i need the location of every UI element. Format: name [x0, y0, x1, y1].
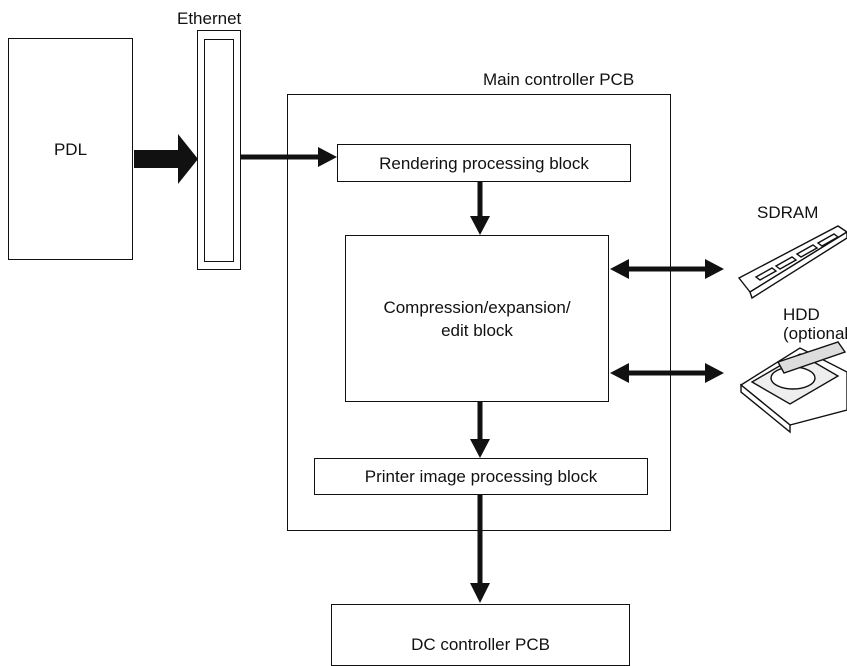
ethernet-connector-inner: [204, 39, 234, 262]
compression-label-line2: edit block: [441, 320, 513, 340]
sdram-double-arrow: [610, 259, 724, 279]
printer-image-label: Printer image processing block: [364, 467, 598, 486]
compression-expansion-edit-block: Compression/expansion/ edit block: [345, 235, 609, 402]
hdd-icon: [739, 341, 847, 434]
dc-controller-pcb: DC controller PCB: [331, 604, 630, 666]
main-controller-pcb-label: Main controller PCB: [483, 70, 635, 89]
hdd-label-line2: (optional): [783, 324, 847, 343]
pdl-box: PDL: [8, 38, 133, 260]
rendering-label: Rendering processing block: [379, 153, 589, 173]
dc-controller-label: DC controller PCB: [411, 635, 550, 654]
hdd-double-arrow: [610, 363, 724, 383]
hdd-label-line1: HDD: [783, 305, 820, 324]
sdram-module-icon: [737, 225, 847, 300]
printer-image-processing-block: Printer image processing block: [314, 458, 648, 495]
ethernet-to-rendering-arrow: [241, 147, 337, 167]
pdl-to-ethernet-arrow: [134, 134, 198, 184]
pdl-label: PDL: [53, 139, 88, 159]
rendering-processing-block: Rendering processing block: [337, 144, 631, 182]
compression-label: Compression/expansion/ edit block: [383, 296, 570, 342]
sdram-label: SDRAM: [757, 203, 819, 222]
printer-to-dc-arrow: [470, 495, 490, 603]
compression-to-printer-arrow: [470, 402, 490, 458]
ethernet-label: Ethernet: [177, 9, 242, 28]
compression-label-line1: Compression/expansion/: [383, 297, 571, 317]
rendering-to-compression-arrow: [470, 182, 490, 235]
